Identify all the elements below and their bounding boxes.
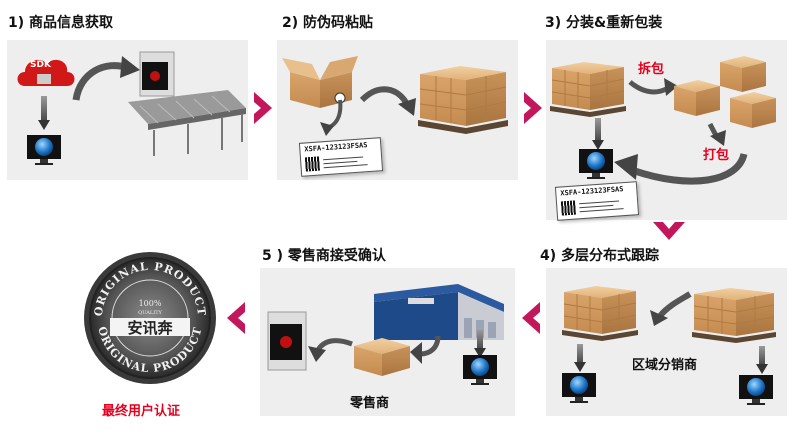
step2-title: 2) 防伪码粘贴	[282, 15, 374, 31]
sdk-cloud-icon	[17, 59, 75, 86]
anti-counterfeit-label-card: XSFA-123123FSAS	[554, 181, 640, 221]
pallet-boxes-icon	[692, 288, 776, 343]
curved-arrow-icon	[72, 56, 140, 101]
monitor-icon	[27, 135, 61, 165]
pack-label: 打包	[703, 148, 730, 163]
down-arrow-icon	[592, 118, 604, 150]
seal-brand: 安讯奔	[127, 319, 173, 337]
down-arrow-icon	[756, 346, 768, 374]
product-box-icon	[267, 311, 307, 371]
return-arrow-icon	[614, 152, 748, 185]
down-arrow-icon	[574, 344, 586, 372]
open-box-icon	[282, 56, 358, 108]
step4-title: 4) 多层分布式跟踪	[540, 248, 660, 264]
loose-boxes-icon	[674, 56, 776, 128]
anti-counterfeit-label-card: XSFA-123123FSAS	[298, 137, 384, 177]
qr-code-icon	[304, 156, 320, 172]
step3-title: 3) 分装&重新包装	[545, 15, 663, 31]
chevron-left-icon	[227, 302, 245, 334]
seal-badge: 100%	[139, 299, 162, 308]
pallet-boxes-icon	[418, 66, 508, 134]
down-curve-arrow-icon	[320, 99, 343, 136]
down-arrow-icon	[38, 96, 50, 130]
retailer-label: 零售商	[350, 396, 390, 411]
qr-code-icon	[560, 200, 576, 216]
curved-arrow-icon	[308, 338, 353, 362]
conveyor-belt-icon	[128, 51, 246, 156]
monitor-icon	[562, 373, 596, 403]
pallet-boxes-icon	[562, 286, 638, 341]
down-arrow-icon	[474, 330, 486, 358]
monitor-icon	[739, 375, 773, 405]
step1-title: 1) 商品信息获取	[8, 15, 114, 31]
original-product-seal-icon: ORIGINAL PRODUCT ORIGINAL PRODUCT 100% Q…	[84, 252, 216, 384]
pallet-boxes-icon	[550, 62, 626, 117]
anti-counterfeit-code: XSFA-123123FSAS	[560, 185, 624, 198]
chevron-left-icon	[522, 302, 540, 334]
anti-counterfeit-code: XSFA-123123FSAS	[304, 141, 368, 154]
box-icon	[354, 338, 410, 376]
seal-quality: QUALITY	[138, 310, 162, 316]
step5-title: 5 ) 零售商接受确认	[262, 248, 386, 264]
monitor-icon	[579, 149, 613, 179]
warehouse-icon	[374, 284, 504, 340]
down-arrow-icon	[707, 122, 726, 146]
end-user-auth-label: 最终用户认证	[102, 404, 181, 419]
curved-arrow-icon	[359, 86, 416, 116]
sdk-label: SDK	[30, 60, 51, 70]
chevron-right-icon	[254, 92, 272, 124]
curved-arrow-icon	[410, 335, 441, 364]
curved-arrow-icon	[650, 291, 692, 326]
regional-distributor-label: 区域分销商	[632, 358, 698, 373]
unpack-label: 拆包	[638, 62, 665, 77]
curved-arrow-icon	[628, 78, 678, 96]
chevron-down-icon	[653, 222, 685, 240]
chevron-right-icon	[524, 92, 542, 124]
monitor-icon	[463, 355, 497, 385]
